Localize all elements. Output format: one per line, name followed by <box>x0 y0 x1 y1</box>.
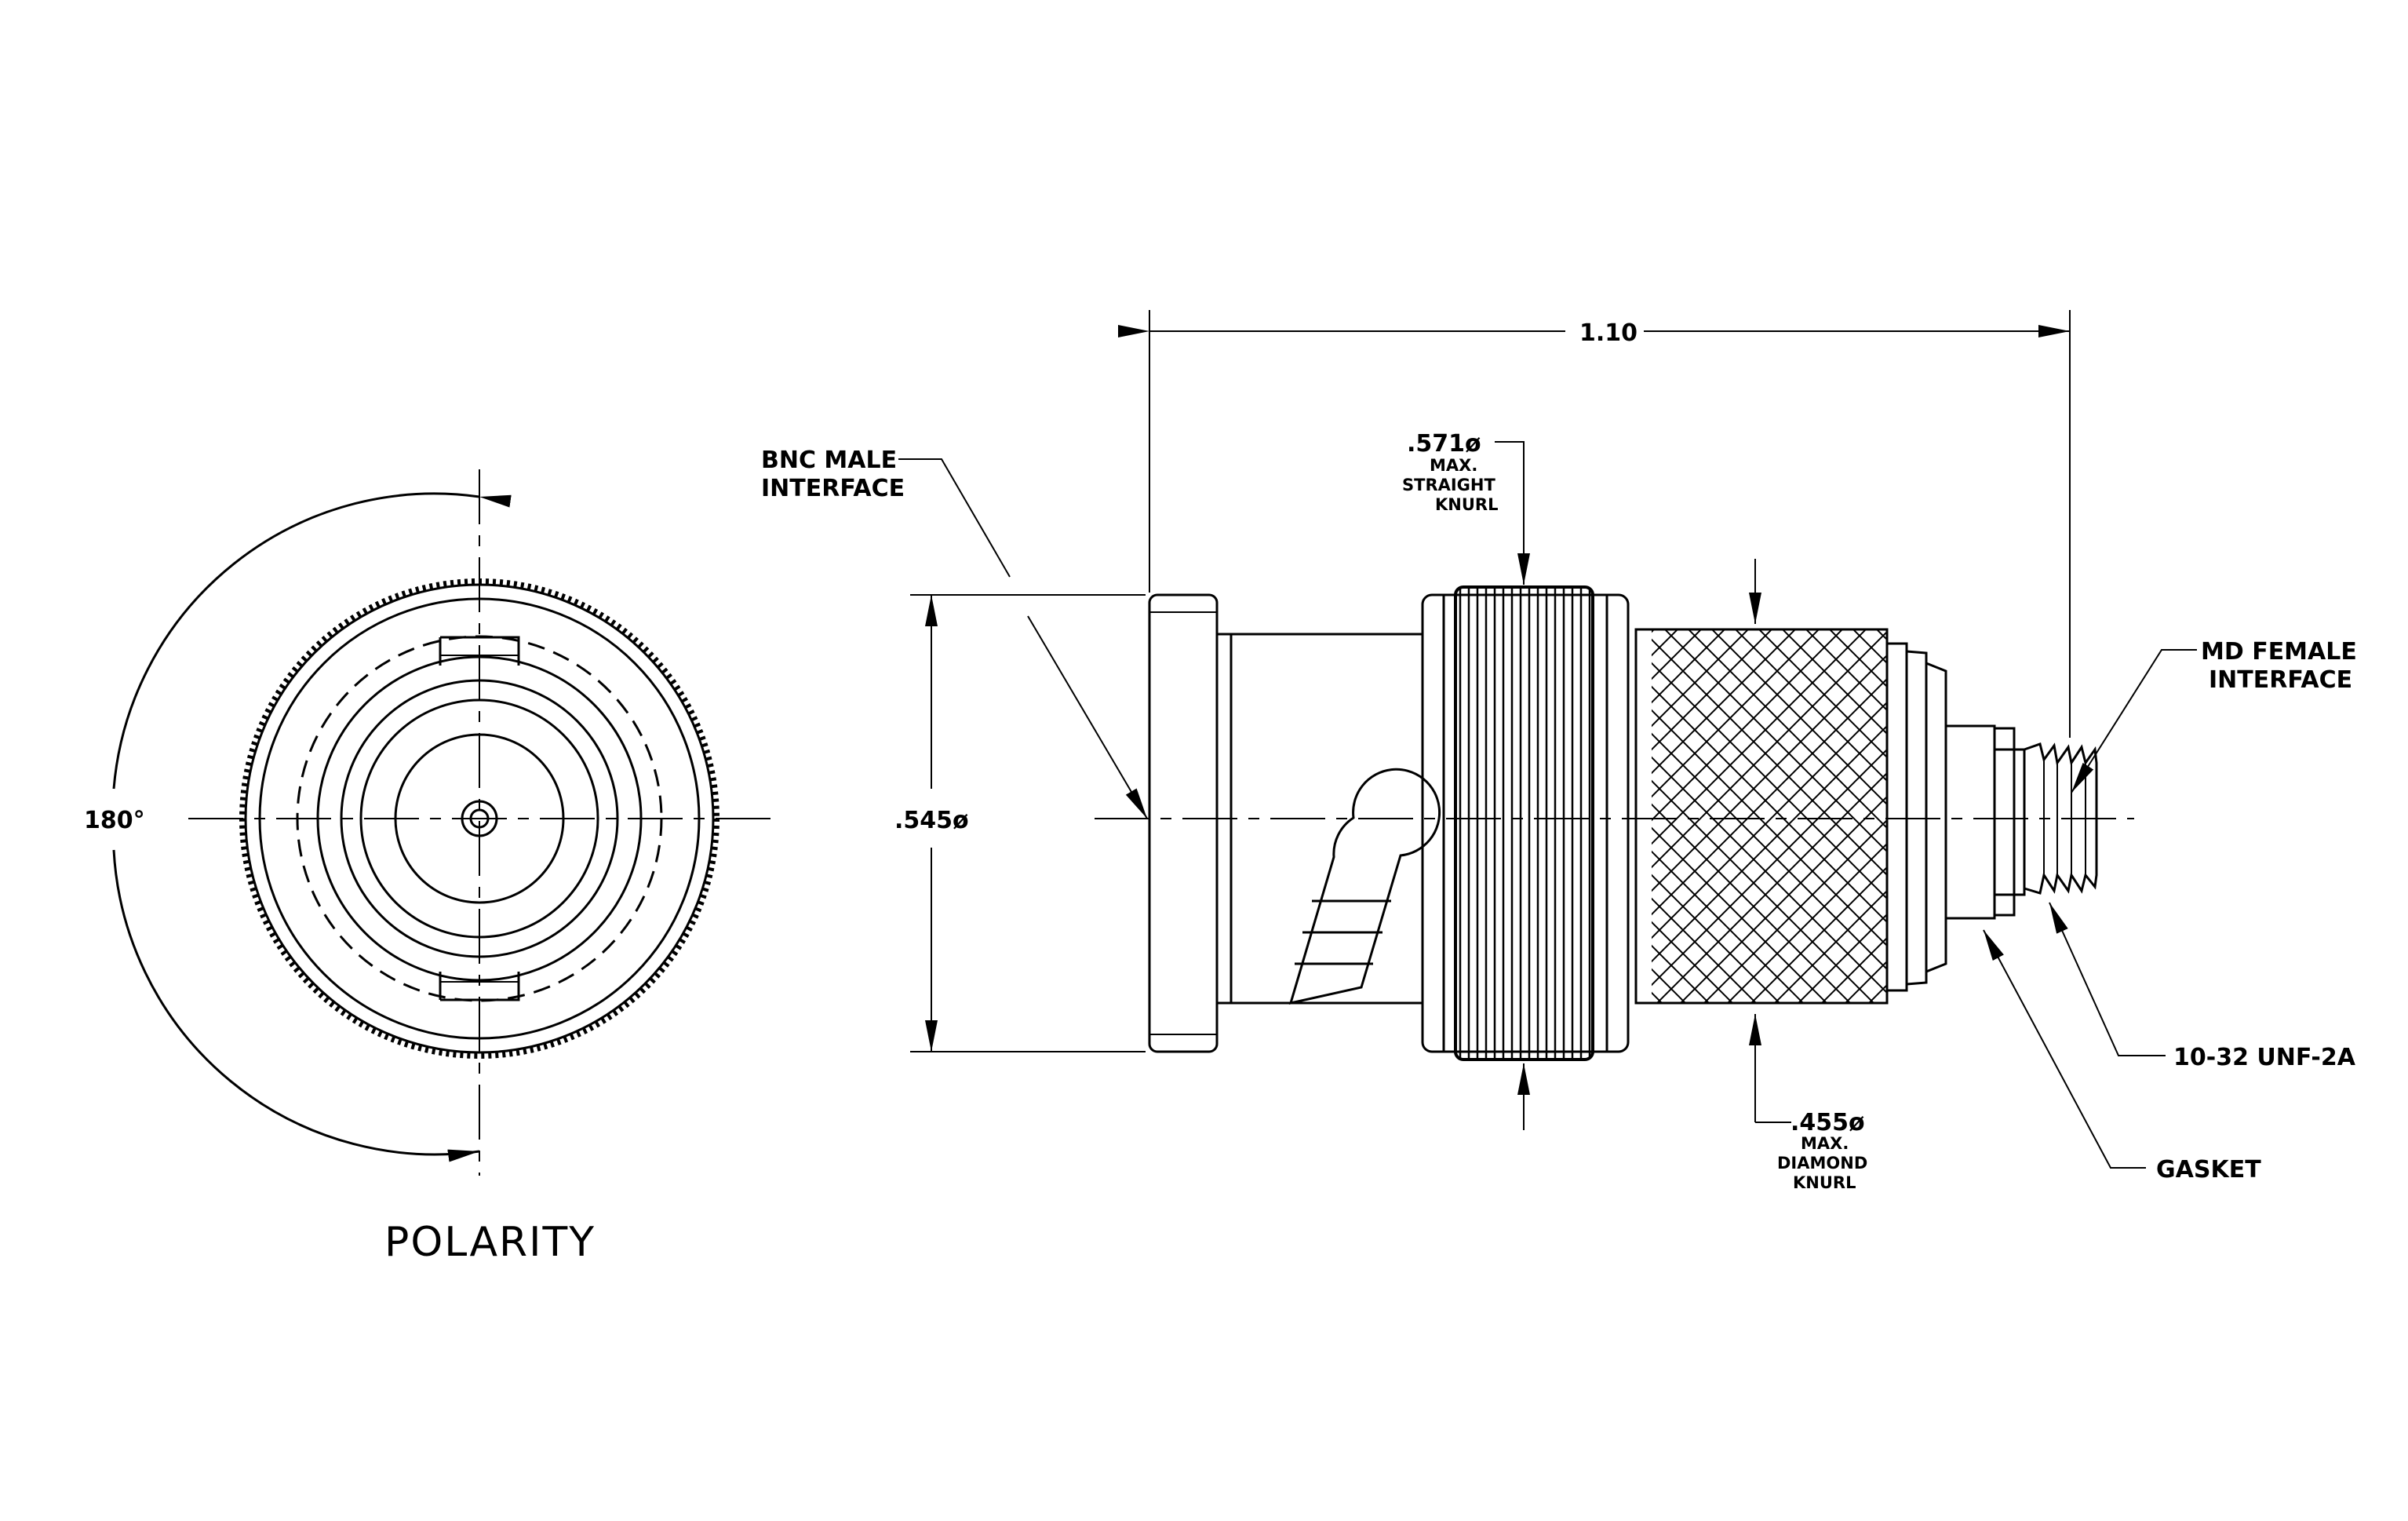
bnc-coupling-ring <box>1148 593 1219 1053</box>
diamond-label-l1: MAX. <box>1801 1134 1849 1153</box>
diamond-dia-label: .455ø <box>1791 1109 1865 1136</box>
body-diameter-label: .545ø <box>894 807 969 834</box>
overall-length-label: 1.10 <box>1579 319 1638 347</box>
straight-dia-label: .571ø <box>1407 430 1481 458</box>
straight-label-l3: KNURL <box>1435 495 1498 514</box>
md-label-line2: INTERFACE <box>2209 666 2352 694</box>
bnc-label-line1: BNC MALE <box>761 447 897 474</box>
thread-label: 10-32 UNF-2A <box>2173 1044 2356 1071</box>
diamond-label-l3: KNURL <box>1793 1173 1856 1192</box>
bnc-interface-callout: BNC MALE INTERFACE <box>761 447 1148 819</box>
polarity-title: POLARITY <box>384 1219 596 1266</box>
md-interface-callout: MD FEMALE INTERFACE <box>2071 638 2357 793</box>
gasket-callout: GASKET <box>1983 929 2261 1184</box>
diamond-label-l2: DIAMOND <box>1777 1154 1867 1173</box>
md-female-interface <box>1925 661 2098 974</box>
straight-label-l1: MAX. <box>1430 456 1477 475</box>
straight-knurl-nut <box>1421 585 1630 1061</box>
end-view: 180° POLARITY <box>84 469 773 1266</box>
overall-length-dimension: 1.10 <box>1118 310 2071 738</box>
angle-label: 180° <box>84 807 145 834</box>
side-view: 1.10 .545ø BNC MALE INTERFACE .571ø MAX.… <box>761 310 2357 1192</box>
body-diameter-dimension: .545ø <box>894 594 1146 1052</box>
bnc-label-line2: INTERFACE <box>761 475 905 502</box>
gasket-label: GASKET <box>2156 1156 2261 1184</box>
straight-label-l2: STRAIGHT <box>1402 476 1495 494</box>
diamond-knurl-callout: .455ø MAX. DIAMOND KNURL <box>1749 559 1867 1192</box>
thread-callout: 10-32 UNF-2A <box>2049 902 2356 1071</box>
diamond-knurl-body <box>1634 628 1928 1005</box>
straight-knurl-callout: .571ø MAX. STRAIGHT KNURL <box>1402 430 1530 1130</box>
md-label-line1: MD FEMALE <box>2201 638 2357 666</box>
